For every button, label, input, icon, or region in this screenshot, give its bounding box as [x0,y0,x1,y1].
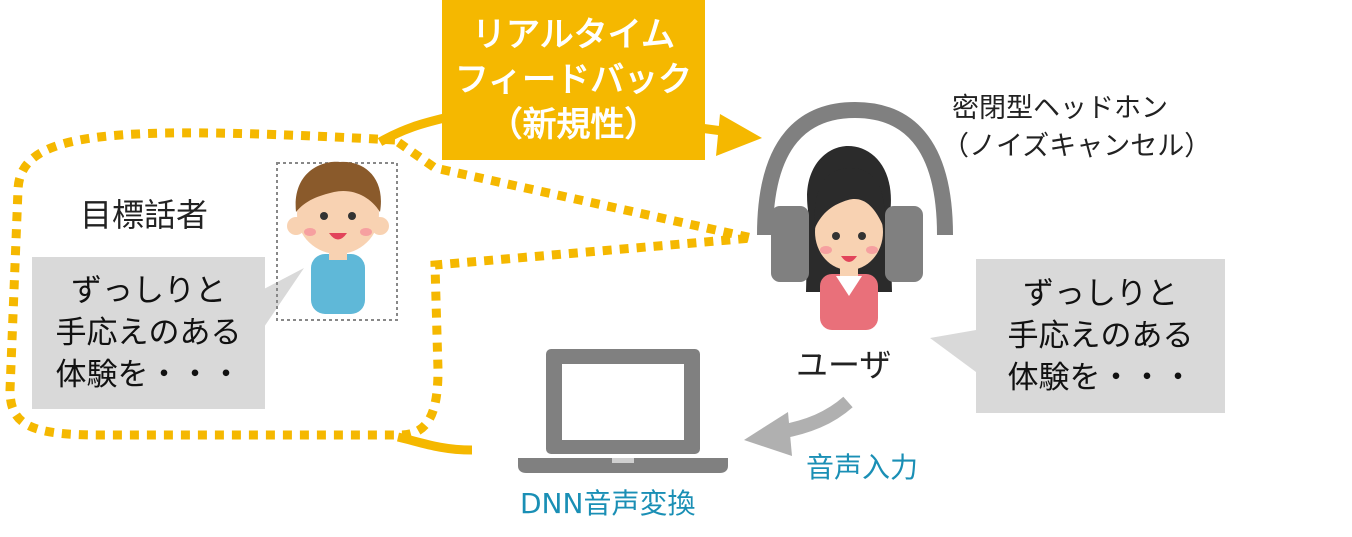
user-speech-text: ずっしりと 手応えのある 体験を・・・ [1007,276,1194,396]
voice-input-arrow [778,396,853,439]
headphone-ear-cups [771,206,923,282]
boy-avatar-icon [276,161,398,321]
headphones-label-line1: 密閉型ヘッドホン [952,93,1168,124]
user-speech-bubble: ずっしりと 手応えのある 体験を・・・ [976,259,1225,413]
voice-input-label: 音声入力 [806,451,919,484]
target-speaker-speech-text: ずっしりと 手応えのある 体験を・・・ [55,273,242,393]
realtime-feedback-text: リアルタイム フィードバック （新規性） [454,14,693,145]
speaker-speech-tail [262,268,304,330]
realtime-feedback-box: リアルタイム フィードバック （新規性） [442,0,705,160]
voice-input-arrow-head [744,412,792,456]
target-speaker-speech-bubble: ずっしりと 手応えのある 体験を・・・ [32,257,265,409]
user-speech-tail [930,330,976,372]
feedback-arrow-head [716,114,762,156]
target-speaker-label: 目標話者 [80,196,209,234]
laptop-to-loop-line [397,432,473,455]
headphones-icon [757,101,953,236]
girl-avatar-icon [806,146,892,330]
laptop-icon [518,349,728,473]
user-label: ユーザ [796,346,892,384]
dotted-feedback-loop [5,128,753,440]
dnn-voice-conversion-label: DNN音声変換 [520,487,696,520]
headphones-label-line2: （ノイズキャンセル） [942,131,1212,162]
